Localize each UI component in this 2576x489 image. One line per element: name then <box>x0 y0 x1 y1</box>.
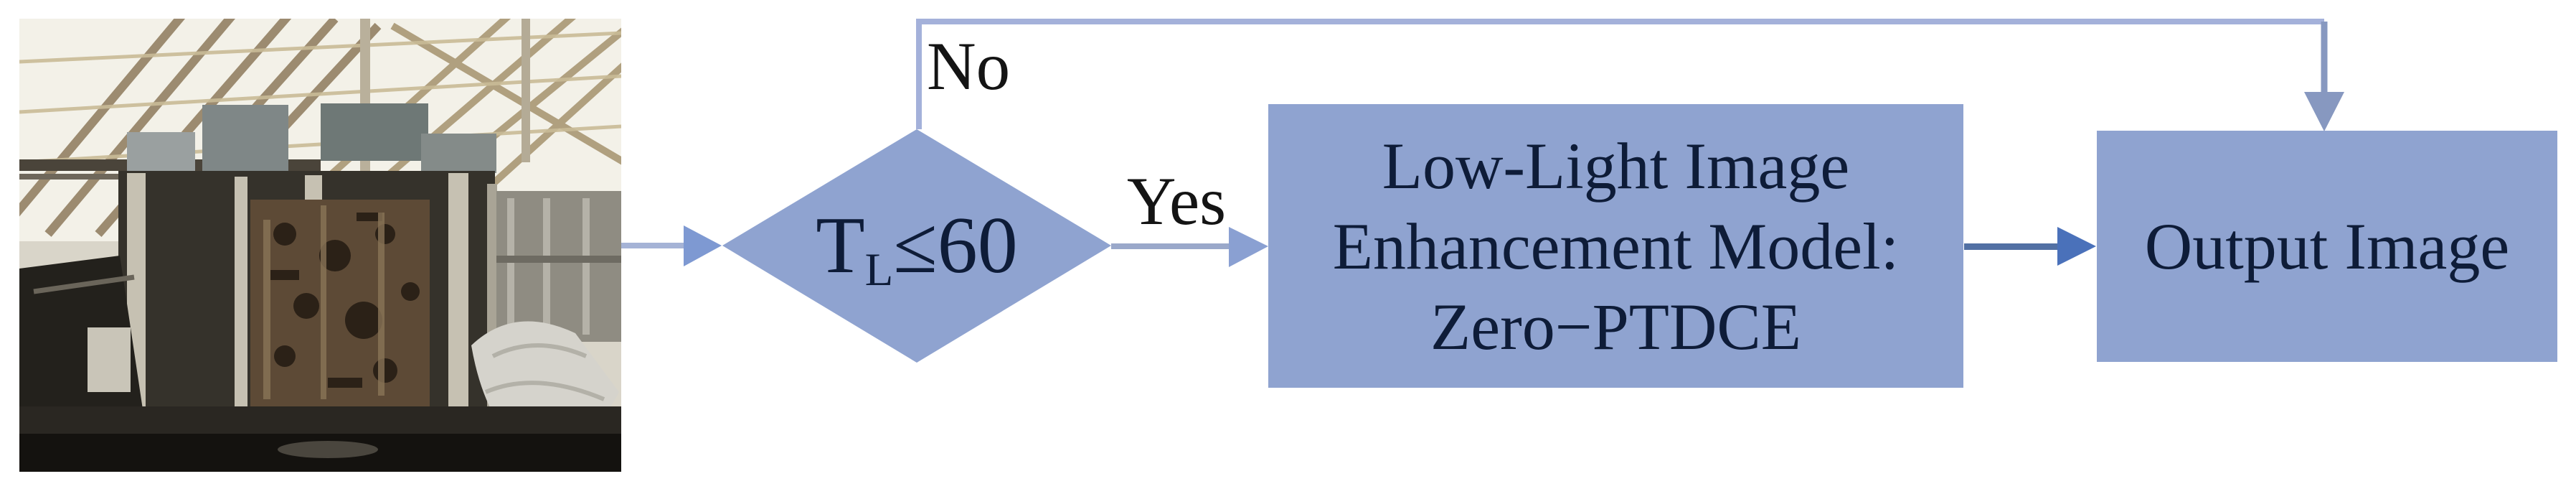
photo-console <box>88 327 131 392</box>
output-box-label: Output Image <box>2144 210 2510 283</box>
arrow-input-to-decision <box>621 225 722 266</box>
factory-workshop-photo <box>19 19 621 472</box>
photo-mechanism-highlights <box>263 205 384 399</box>
photo-floor-mid <box>19 406 621 439</box>
decision-base: T <box>816 201 865 290</box>
process-box-line-2: Enhancement Model: <box>1332 209 1900 283</box>
decision-condition: ≤60 <box>893 201 1018 290</box>
output-image-box: Output Image <box>2097 131 2557 362</box>
photo-roof-purlins <box>19 31 621 164</box>
photo-floor-debris <box>278 441 378 458</box>
process-box-line-1: Low-Light Image <box>1382 129 1850 202</box>
no-branch-label: No <box>927 28 1011 104</box>
photo-mechanism-details <box>270 213 420 388</box>
photo-machine-ducts <box>127 103 496 177</box>
down-arrowhead-icon <box>2304 92 2344 131</box>
arrow-process-to-output <box>1964 227 2096 266</box>
photo-column-hanger-2 <box>522 19 530 162</box>
decision-subscript: L <box>864 244 894 297</box>
process-box-low-light-enhancement: Low-Light Image Enhancement Model: Zero−… <box>1268 104 1963 388</box>
photo-right-equipment <box>496 191 621 342</box>
factory-photo-illustration <box>19 19 621 472</box>
decision-label: TL≤60 <box>744 195 1090 296</box>
photo-left-base-highlight <box>33 274 135 294</box>
process-box-line-3: Zero−PTDCE <box>1430 289 1801 363</box>
yes-branch-label: Yes <box>1126 163 1227 239</box>
